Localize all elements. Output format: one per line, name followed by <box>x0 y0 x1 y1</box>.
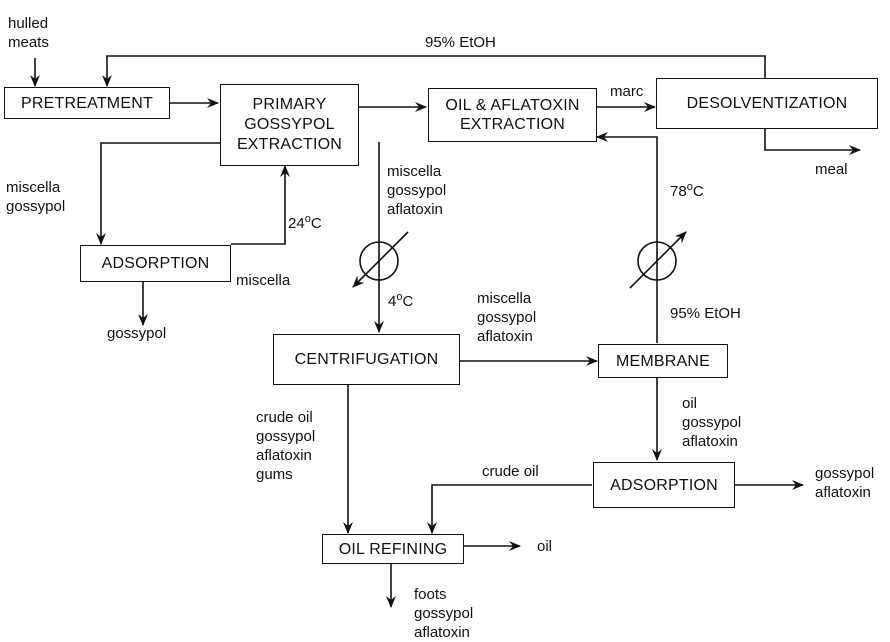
primary-line-2: GOSSYPOL <box>244 116 335 133</box>
hulled-meats-label: hulled meats <box>8 15 49 51</box>
temp-4-value: 4 <box>388 293 397 310</box>
temp-24-label: 24oC <box>288 210 322 233</box>
adsorption-right-box: ADSORPTION <box>593 462 735 508</box>
ethanol-membrane-label: 95% EtOH <box>670 305 741 322</box>
temp-4-unit: C <box>402 293 414 310</box>
miscella-return-label: miscella <box>236 272 291 289</box>
oil-refining-box: OIL REFINING <box>322 534 464 564</box>
gossypol-aflatoxin-out-label: gossypol aflatoxin <box>815 465 875 501</box>
oil-gossypol-aflatoxin-label: oil gossypol aflatoxin <box>682 395 742 450</box>
cooler-symbol <box>359 241 399 281</box>
crude-oil-label: crude oil <box>482 463 539 480</box>
primary-gossypol-extraction-box: PRIMARY GOSSYPOL EXTRACTION <box>220 84 359 166</box>
arrow-ethanol-recycle <box>102 55 766 87</box>
oil-out-label: oil <box>537 538 553 555</box>
temp-24-unit: C <box>310 215 322 232</box>
arrow-crude-oil <box>427 484 592 534</box>
pretreatment-label: PRETREATMENT <box>21 94 153 112</box>
arrow-ethanol-return <box>596 132 658 343</box>
meal-label: meal <box>815 161 848 178</box>
crude-oil-stream-label: crude oil gossypol aflatoxin gums <box>256 409 316 483</box>
adsorption-left-label: ADSORPTION <box>101 255 210 272</box>
desolventization-box: DESOLVENTIZATION <box>656 78 878 129</box>
cooler-diagonal <box>352 231 409 288</box>
membrane-label: MEMBRANE <box>615 352 711 370</box>
arrow-meal <box>764 128 861 155</box>
oil-refining-label: OIL REFINING <box>338 540 448 558</box>
adsorption-left-box: ADSORPTION <box>80 245 231 282</box>
centrifugation-label: CENTRIFUGATION <box>294 351 439 368</box>
heater-symbol <box>637 241 677 281</box>
centrifugation-box: CENTRIFUGATION <box>273 334 460 385</box>
membrane-box: MEMBRANE <box>598 344 728 378</box>
marc-label: marc <box>610 83 644 100</box>
miscella-gossypol-left-label: miscella gossypol <box>6 179 66 215</box>
adsorption-right-label: ADSORPTION <box>610 476 718 494</box>
temp-78-value: 78 <box>670 183 687 200</box>
temp-78-label: 78oC <box>670 178 704 201</box>
temp-4-degree: o <box>396 291 403 303</box>
primary-line-3: EXTRACTION <box>236 136 343 153</box>
oil-extraction-line-1: OIL & AFLATOXIN <box>445 97 580 114</box>
oil-extraction-line-2: EXTRACTION <box>459 116 566 133</box>
arrow-miscella-gossypol <box>96 142 221 245</box>
arrow-miscella-return <box>231 165 290 245</box>
gossypol-out-label: gossypol <box>107 325 167 342</box>
miscella-gossypol-aflatoxin-lower-label: miscella gossypol aflatoxin <box>477 290 537 345</box>
temp-4-label: 4oC <box>388 288 413 311</box>
desolventization-label: DESOLVENTIZATION <box>686 95 848 112</box>
temp-24-value: 24 <box>288 215 305 232</box>
pretreatment-box: PRETREATMENT <box>4 87 170 119</box>
heater-diagonal <box>629 231 687 289</box>
foots-stream-label: foots gossypol aflatoxin <box>414 586 474 641</box>
temp-24-degree: o <box>304 213 311 225</box>
temp-78-degree: o <box>686 181 693 193</box>
oil-aflatoxin-extraction-box: OIL & AFLATOXIN EXTRACTION <box>428 88 597 142</box>
temp-78-unit: C <box>692 183 704 200</box>
miscella-gossypol-aflatoxin-upper-label: miscella gossypol aflatoxin <box>387 163 447 218</box>
ethanol-recycle-label: 95% EtOH <box>425 34 496 51</box>
primary-line-1: PRIMARY <box>252 96 327 113</box>
